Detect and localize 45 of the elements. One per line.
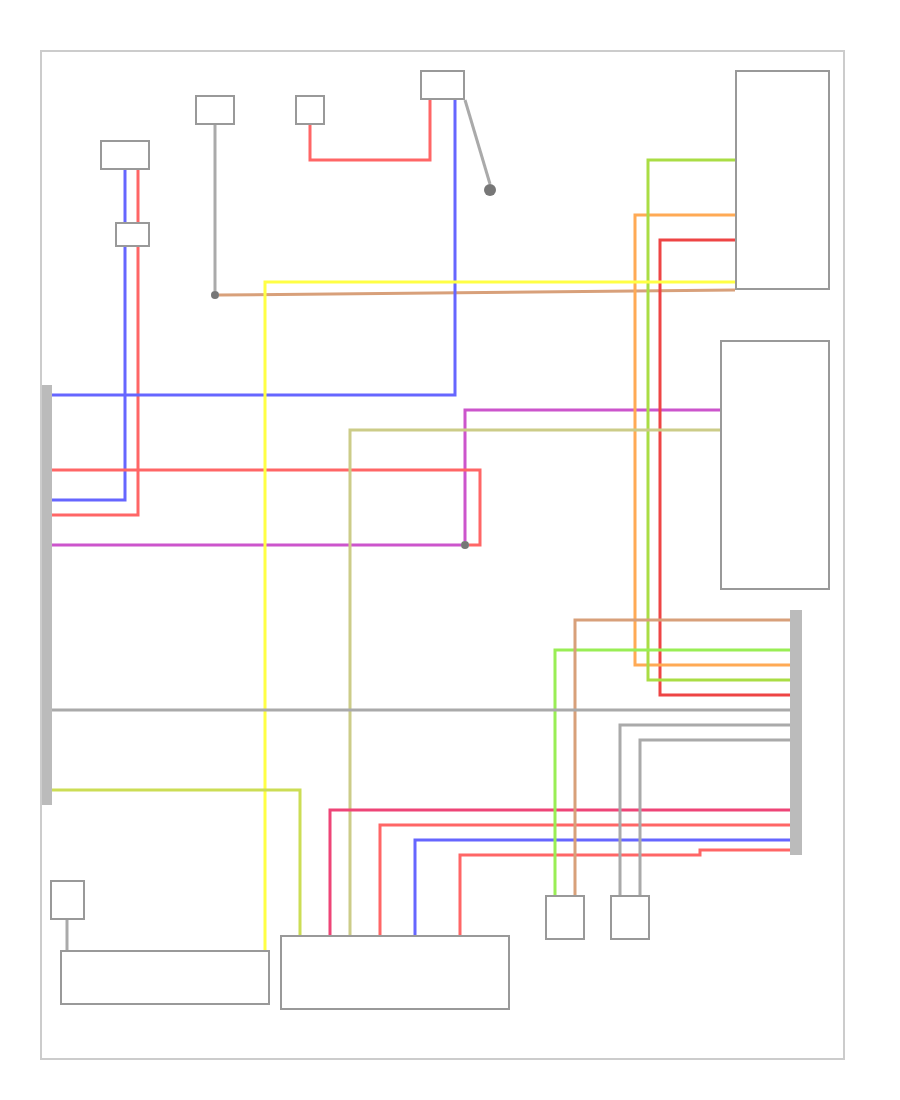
- wire: [463, 408, 720, 541]
- wire: [219, 288, 735, 297]
- wire: [213, 125, 217, 291]
- splice-dot: [484, 184, 496, 196]
- wire: [52, 708, 790, 712]
- component-block: [420, 70, 465, 100]
- wire: [308, 100, 432, 162]
- component-block: [735, 70, 830, 290]
- wire: [413, 838, 790, 935]
- wire: [52, 788, 302, 935]
- component-block: [545, 895, 585, 940]
- component-block: [50, 880, 85, 920]
- splice-dot: [211, 291, 219, 299]
- wire: [618, 723, 790, 895]
- wire: [658, 238, 790, 697]
- wire: [52, 100, 457, 397]
- wire: [52, 468, 482, 547]
- wire: [65, 920, 69, 950]
- wire: [52, 247, 127, 502]
- component-block: [115, 222, 150, 247]
- component-block: [295, 95, 325, 125]
- wire: [328, 808, 790, 935]
- wire: [348, 428, 720, 935]
- wire: [458, 848, 790, 935]
- wire: [638, 738, 790, 895]
- splice-dot: [461, 541, 469, 549]
- component-block: [720, 340, 830, 590]
- connector-pin-strip: [790, 610, 802, 855]
- wire: [463, 99, 492, 185]
- component-block: [100, 140, 150, 170]
- wire: [378, 823, 790, 935]
- connector-pin-strip: [42, 385, 52, 805]
- component-block: [280, 935, 510, 1010]
- wire: [136, 170, 140, 222]
- wire: [263, 280, 735, 950]
- wire: [52, 543, 461, 547]
- wire: [553, 648, 790, 895]
- wire: [633, 213, 790, 667]
- wire: [573, 618, 790, 895]
- wire: [52, 247, 140, 517]
- wire: [646, 158, 790, 682]
- component-block: [60, 950, 270, 1005]
- wire: [123, 170, 127, 222]
- component-block: [195, 95, 235, 125]
- component-block: [610, 895, 650, 940]
